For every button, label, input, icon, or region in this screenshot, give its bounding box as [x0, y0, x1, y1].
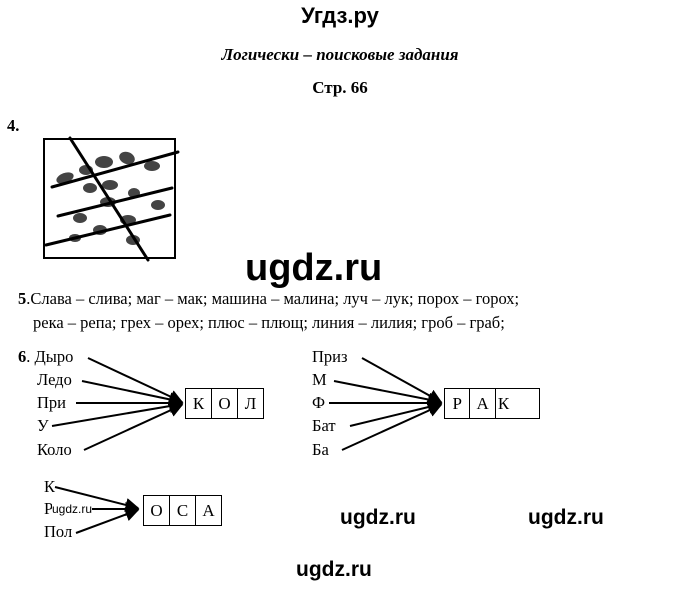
answer-cell: О [144, 496, 170, 525]
watermark-small: ugdz.ru [52, 502, 93, 516]
subject-title: Логически – поисковые задания [221, 45, 459, 64]
task-5-text-1: .Слава – слива; маг – мак; машина – мали… [26, 289, 520, 308]
watermark-right-1: ugdz.ru [340, 506, 416, 529]
task-6-word-1: 6. Дыро [18, 347, 73, 367]
task-6-word-9: Бат [312, 416, 336, 435]
task-6-word-8: Ф [312, 393, 326, 412]
answer-cell: К [497, 393, 510, 413]
site-header: Угдз.ру [301, 3, 379, 28]
task-6-number: 6 [18, 347, 27, 366]
task-6-word-3: При [37, 393, 66, 412]
task-6-word-12: Р [44, 499, 54, 518]
answer-cell: С [170, 496, 196, 525]
answer-cell: Л [244, 393, 257, 413]
task-6-word-7: М [312, 370, 327, 389]
task-6-word-13: Пол [44, 522, 73, 541]
answer-cell: К [186, 389, 212, 418]
task-6-word-5: Коло [37, 440, 72, 459]
task-6-word-11: К [44, 477, 56, 496]
answer-box-3: О С А [143, 495, 222, 526]
answer-cell: А [470, 389, 496, 418]
task-5-line-1: 5.Слава – слива; маг – мак; машина – мал… [18, 289, 519, 309]
answer-cell: О [212, 389, 238, 418]
watermark-right-2: ugdz.ru [528, 506, 604, 529]
task-6-word-6: Приз [312, 347, 348, 366]
answer-cell: Р [445, 389, 471, 418]
watermark-center: ugdz.ru [245, 247, 383, 289]
answer-box-2: Р А К [444, 388, 540, 419]
task-6-word-10: Ба [312, 440, 329, 459]
word-text: . Дыро [26, 347, 74, 366]
answer-cell: А [202, 500, 215, 520]
answer-box-1: К О Л [185, 388, 264, 419]
watermark-bottom: ugdz.ru [296, 558, 372, 581]
page-label: Стр. 66 [312, 78, 368, 97]
task-5-number: 5 [18, 289, 27, 308]
task-4-number: 4. [7, 116, 20, 135]
task-6-word-2: Ледо [37, 370, 72, 389]
task-5-line-2: река – репа; грех – орех; плюс – плющ; л… [33, 313, 505, 332]
task-6-word-4: У [37, 416, 49, 435]
